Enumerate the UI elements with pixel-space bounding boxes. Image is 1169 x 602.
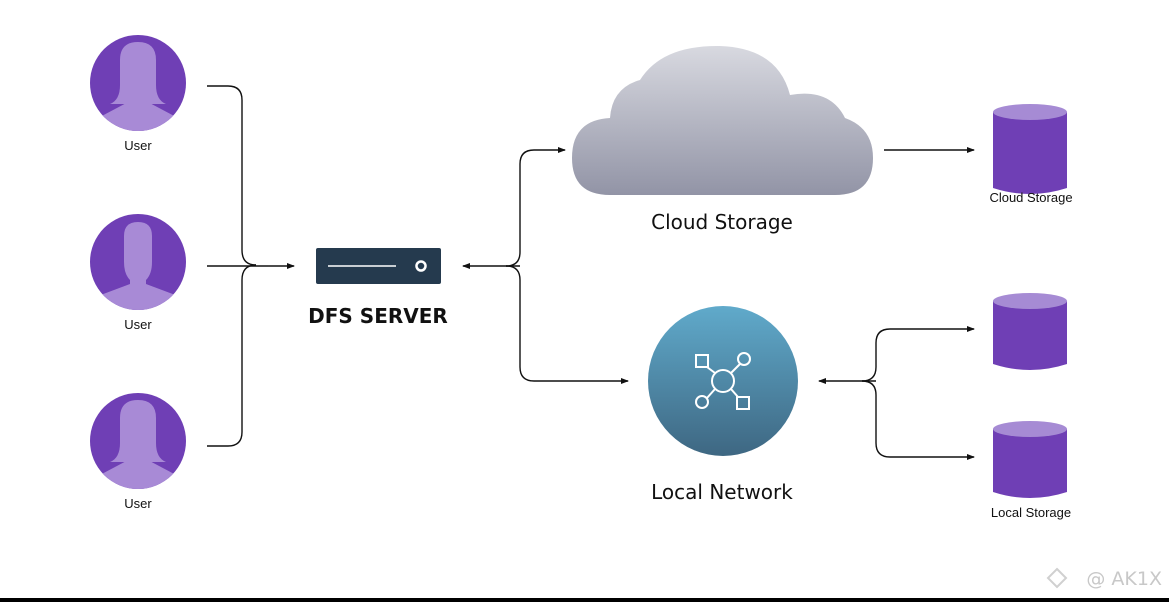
dfs-server: DFS SERVER [308, 248, 448, 328]
diamond-logo-icon [1046, 567, 1068, 589]
user-node: User [90, 393, 186, 511]
local-network-node: Local Network [648, 306, 798, 504]
user-label: User [124, 317, 152, 332]
server-icon [316, 248, 441, 284]
database-icon [993, 421, 1067, 498]
cloud-label: Cloud Storage [651, 210, 793, 234]
user-label: User [124, 138, 152, 153]
storage-label: Local Storage [991, 505, 1071, 520]
local-connectors [818, 326, 975, 460]
storage-cylinder: Cloud Storage [989, 104, 1073, 205]
cloud-storage-node: Cloud Storage [572, 45, 873, 234]
server-connectors [462, 147, 629, 384]
database-icon [993, 104, 1067, 194]
network-hub-icon [695, 352, 751, 410]
user-label: User [124, 496, 152, 511]
storage-cylinder: Local Storage [991, 421, 1071, 520]
storage-label: Cloud Storage [989, 190, 1072, 205]
watermark-text: @ AK1X [1086, 568, 1162, 590]
server-label: DFS SERVER [308, 304, 448, 328]
storage-cylinder [993, 293, 1067, 370]
cloud-icon [572, 45, 873, 195]
database-icon [993, 293, 1067, 370]
user-to-server-connectors [207, 85, 295, 447]
user-node: User [90, 35, 186, 153]
user-node: User [90, 214, 186, 332]
bottom-border [0, 598, 1169, 602]
local-network-label: Local Network [651, 480, 793, 504]
watermark: @ AK1X [1046, 567, 1162, 590]
